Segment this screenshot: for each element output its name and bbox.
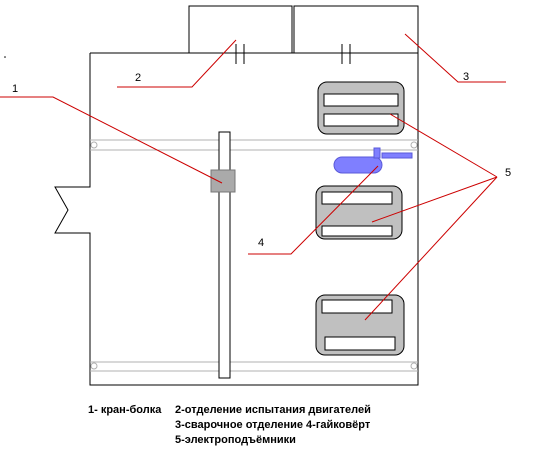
callout-line-3 [404, 33, 506, 83]
door-engine-test [235, 44, 245, 64]
crane-rail-bottom [90, 361, 418, 372]
workshop-wall [54, 52, 419, 386]
callout-label-2: 2 [135, 72, 141, 84]
legend-engine-test: 2-отделение испытания двигателей [175, 404, 371, 416]
callout-line-5b [371, 176, 498, 223]
callout-line-2 [117, 39, 237, 88]
callout-label-3: 3 [463, 71, 469, 83]
callout-line-4 [248, 165, 379, 255]
crane-hoist [210, 169, 236, 193]
callout-label-4: 4 [258, 237, 264, 249]
lift-middle [315, 185, 403, 240]
callout-line-5c [364, 176, 498, 321]
callout-label-1: 1 [12, 83, 18, 95]
stray-dot [4, 56, 6, 58]
wrench-icon [333, 147, 413, 174]
crane-rail-top [90, 139, 418, 151]
legend-crane: 1- кран-болка [88, 404, 162, 416]
lift-top [317, 81, 405, 135]
callout-line-5a [389, 113, 498, 178]
callout-label-5: 5 [505, 167, 511, 179]
door-welding [341, 44, 351, 64]
callout-lines [0, 33, 506, 321]
crane-beam [218, 131, 231, 379]
welding-room [293, 5, 419, 54]
lift-bottom [315, 294, 405, 356]
callout-line-1 [0, 96, 223, 184]
engine-test-room [188, 5, 293, 54]
legend-welding-wrench: 3-сварочное отделение 4-гайковёрт [175, 419, 371, 431]
legend-lifts: 5-электроподъёмники [175, 434, 296, 446]
